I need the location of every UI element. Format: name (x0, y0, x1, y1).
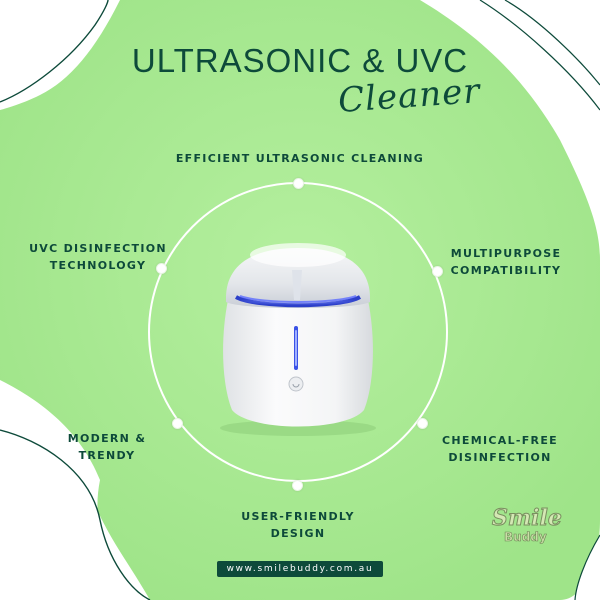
logo-word-buddy: Buddy (504, 530, 547, 545)
ring-dot-upper-left (156, 263, 167, 274)
page-title: ULTRASONIC & UVC (131, 42, 469, 79)
decorative-line-top-right-2 (504, 0, 600, 86)
feature-upper-left: UVC DISINFECTION TECHNOLOGY (28, 240, 168, 274)
white-corner-right (520, 0, 600, 140)
feature-upper-right-line-2: COMPATIBILITY (450, 264, 562, 277)
ring-dot-upper-right (432, 266, 443, 277)
decorative-line-bottom-right (574, 534, 600, 600)
decorative-line-top-right (479, 0, 600, 111)
feature-bottom-line-2: DESIGN (270, 527, 326, 540)
logo-word-smile: Smile (492, 505, 563, 532)
feature-bottom: USER-FRIENDLY DESIGN (228, 508, 368, 542)
feature-lower-left-line-1: MODERN & (67, 432, 147, 445)
feature-upper-right: MULTIPURPOSE COMPATIBILITY (436, 245, 576, 279)
decorative-line-top-left (0, 0, 109, 103)
feature-lower-right: CHEMICAL-FREE DISINFECTION (430, 432, 570, 466)
ultrasonic-cleaner-device (220, 243, 376, 436)
feature-upper-right-line-1: MULTIPURPOSE (450, 247, 562, 260)
smile-buddy-logo: Smile Buddy (488, 505, 563, 549)
ring-dot-lower-right (417, 418, 428, 429)
white-corner-right-bottom (575, 535, 600, 600)
feature-lower-left: MODERN & TRENDY (52, 430, 162, 464)
feature-lower-left-line-2: TRENDY (78, 449, 136, 462)
website-link[interactable]: www.smilebuddy.com.au (217, 561, 383, 577)
feature-bottom-line-1: USER-FRIENDLY (241, 510, 355, 523)
feature-upper-left-line-2: TECHNOLOGY (49, 259, 147, 272)
ring-dot-bottom (292, 480, 303, 491)
decorative-line-bottom-left (0, 429, 151, 600)
feature-top-line-1: EFFICIENT ULTRASONIC CLEANING (175, 152, 425, 165)
ring-dot-lower-left (172, 418, 183, 429)
feature-top: EFFICIENT ULTRASONIC CLEANING (150, 150, 450, 167)
feature-upper-left-line-1: UVC DISINFECTION (29, 242, 167, 255)
feature-lower-right-line-2: DISINFECTION (448, 451, 552, 464)
green-blob-left (0, 0, 120, 110)
ring-dot-top (293, 178, 304, 189)
feature-lower-right-line-1: CHEMICAL-FREE (442, 434, 558, 447)
